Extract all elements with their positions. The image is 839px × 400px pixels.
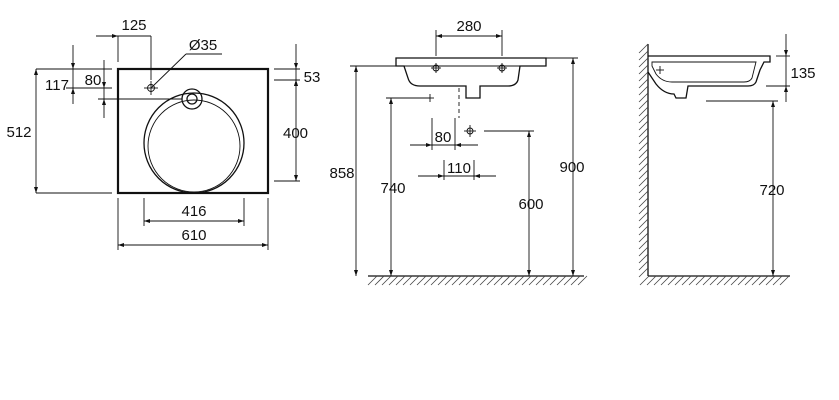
dim-mount-spacing: 280 <box>435 18 503 56</box>
dim-label-117: 117 <box>45 77 69 94</box>
drain-marker <box>426 94 434 102</box>
dim-label-110: 110 <box>447 160 471 177</box>
dim-depth: 512 <box>6 69 112 194</box>
basin-outline-side <box>647 55 771 99</box>
dim-tap-to-bowl: 80 <box>85 60 182 118</box>
dim-tap-hole: Ø35 <box>150 37 222 89</box>
dim-label-858: 858 <box>329 165 354 182</box>
dim-width: 610 <box>117 198 269 250</box>
floor-front <box>367 275 588 286</box>
dim-basin-height: 135 <box>766 34 816 102</box>
dim-label-53: 53 <box>304 69 321 86</box>
dim-label-80-front: 80 <box>435 129 452 146</box>
pipe-marker <box>464 125 476 137</box>
dim-total-height: 900 <box>546 57 585 276</box>
front-view: 280 858 740 80 <box>329 18 588 286</box>
drain-inner-circle <box>186 93 198 105</box>
dim-label-610: 610 <box>181 227 206 244</box>
basin-inner-side <box>651 61 757 83</box>
dim-rim-height: 858 <box>329 65 396 276</box>
top-view: 125 Ø35 117 80 <box>6 17 320 250</box>
dim-front-to-tap: 117 <box>36 45 112 104</box>
dim-label-80-top: 80 <box>85 72 102 89</box>
dim-rim: 53 <box>274 44 320 86</box>
floor-side <box>639 275 790 286</box>
dim-label-d35: Ø35 <box>189 37 217 54</box>
dim-label-600: 600 <box>518 196 543 213</box>
dim-label-900: 900 <box>559 159 584 176</box>
dim-bowl-width: 416 <box>143 198 245 226</box>
dim-label-125: 125 <box>121 17 146 34</box>
dim-label-740: 740 <box>380 180 405 197</box>
dim-label-280: 280 <box>456 18 481 35</box>
mount-marker-left <box>431 63 441 73</box>
dim-drain-offset: 80 <box>410 118 478 150</box>
dim-label-135: 135 <box>790 65 815 82</box>
dim-label-720: 720 <box>759 182 784 199</box>
side-view: 135 720 <box>638 34 816 286</box>
basin-outline-front <box>395 57 547 99</box>
dim-bowl-depth: 400 <box>274 80 308 182</box>
bowl-inner-circle <box>147 99 241 193</box>
dim-label-512: 512 <box>6 124 31 141</box>
dim-drain-level: 720 <box>706 100 785 276</box>
mount-marker-right <box>497 63 507 73</box>
basin-outline-top <box>116 67 270 195</box>
dim-pipe-spacing: 110 <box>418 160 496 180</box>
overflow-marker <box>656 66 664 74</box>
dim-label-400: 400 <box>283 125 308 142</box>
dim-drain-height: 740 <box>380 94 434 276</box>
dim-label-416: 416 <box>181 203 206 220</box>
bowl-outer-circle <box>143 92 245 194</box>
dim-tap-offset: 125 <box>96 17 152 80</box>
drain-outer-circle <box>181 88 203 110</box>
dim-pipe-height: 600 <box>464 125 544 276</box>
